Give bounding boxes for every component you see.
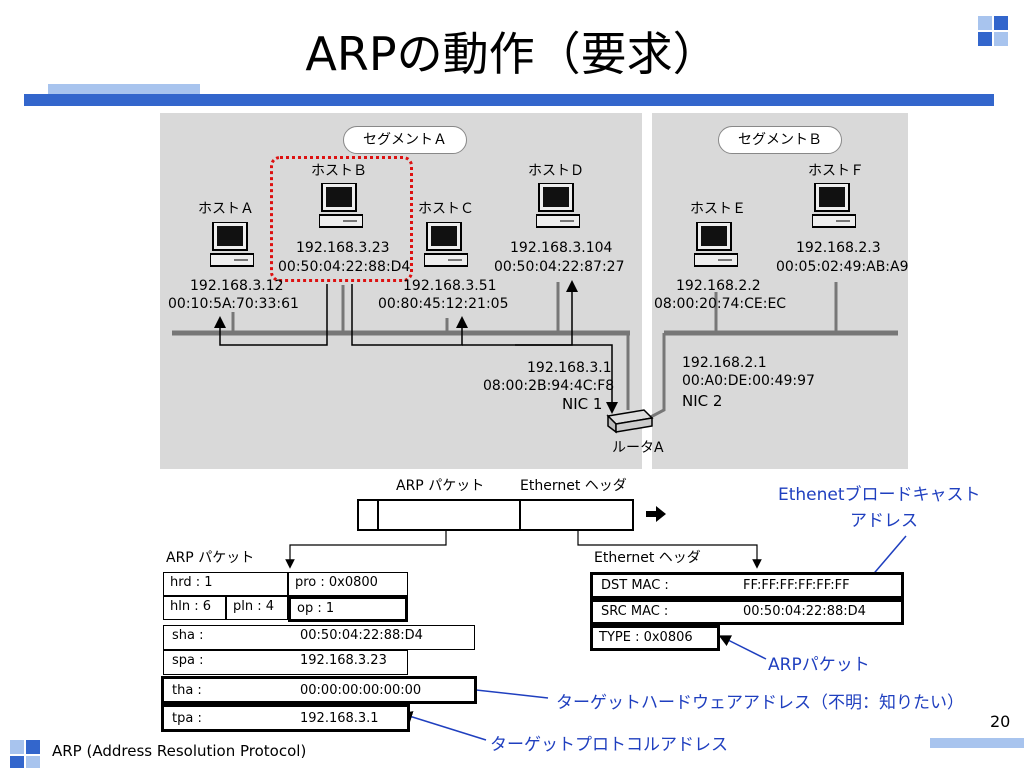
segment-a-label: セグメントＡ xyxy=(343,126,467,154)
footer-bar xyxy=(930,738,1024,748)
host-a-ip: 192.168.3.12 xyxy=(190,278,284,294)
arp-field: spa : xyxy=(172,653,204,668)
eth-type: TYPE : 0x0806 xyxy=(590,625,720,651)
eth-value: FF:FF:FF:FF:FF:FF xyxy=(743,578,850,593)
host-a-mac: 00:10:5A:70:33:61 xyxy=(168,296,299,312)
eth-table-title: Ethernet ヘッダ xyxy=(594,550,701,566)
corner-square xyxy=(994,16,1008,30)
arp-spa-row: spa : 192.168.3.23 xyxy=(163,650,408,675)
arp-value: 192.168.3.23 xyxy=(300,653,387,668)
corner-square xyxy=(978,32,992,46)
frame-divider xyxy=(377,501,379,529)
arp-field: tha : xyxy=(172,683,202,698)
arp-field: tpa : xyxy=(172,711,202,726)
host-b-ip: 192.168.3.23 xyxy=(296,240,390,256)
host-c-name: ホストＣ xyxy=(418,201,474,217)
arp-value: 192.168.3.1 xyxy=(300,711,379,726)
arp-op: op : 1 xyxy=(288,596,408,622)
arp-field: sha : xyxy=(172,628,204,643)
footer-square xyxy=(26,756,40,768)
arp-pro: pro : 0x0800 xyxy=(288,572,408,596)
frame-eth-label: Ethernet ヘッダ xyxy=(520,478,627,494)
computer-icon xyxy=(210,222,254,267)
arp-value: 00:50:04:22:88:D4 xyxy=(300,628,423,643)
router-nic2-mac: 00:A0:DE:00:49:97 xyxy=(682,373,815,389)
arp-value: 00:00:00:00:00:00 xyxy=(300,683,422,698)
host-b-name: ホストＢ xyxy=(311,163,367,179)
footer-square xyxy=(10,756,24,768)
segment-b-panel xyxy=(652,113,908,469)
router-nic1-mac: 08:00:2B:94:4C:F8 xyxy=(483,378,615,394)
computer-icon xyxy=(812,183,856,228)
host-b-highlight xyxy=(270,156,413,282)
computer-icon xyxy=(319,183,363,228)
router-nic2-ip: 192.168.2.1 xyxy=(682,355,767,371)
footer-square xyxy=(10,740,24,754)
host-c-ip: 192.168.3.51 xyxy=(403,278,497,294)
host-d-ip: 192.168.3.104 xyxy=(510,240,613,256)
host-a-name: ホストＡ xyxy=(198,201,254,217)
host-e-ip: 192.168.2.2 xyxy=(676,278,761,294)
broadcast-annotation-line2: アドレス xyxy=(850,511,918,531)
broadcast-annotation-line1: Ethenetブロードキャスト xyxy=(778,485,981,505)
eth-field: SRC MAC : xyxy=(601,604,669,619)
eth-field: DST MAC : xyxy=(601,578,669,593)
host-f-mac: 00:05:02:49:AB:A9 xyxy=(776,259,909,275)
frame-bar xyxy=(357,499,634,531)
host-d-mac: 00:50:04:22:87:27 xyxy=(494,259,625,275)
arp-tha-row: tha : 00:00:00:00:00:00 xyxy=(161,676,477,704)
eth-dst-row: DST MAC : FF:FF:FF:FF:FF:FF xyxy=(590,572,904,599)
slide-title: ARPの動作（要求） xyxy=(305,27,719,81)
segment-a-panel xyxy=(160,113,642,469)
frame-arp-label: ARP パケット xyxy=(396,478,485,494)
router-nic1-label: NIC 1 xyxy=(562,395,603,413)
eth-src-row: SRC MAC : 00:50:04:22:88:D4 xyxy=(590,599,904,625)
host-e-mac: 08:00:20:74:CE:EC xyxy=(654,296,787,312)
computer-icon xyxy=(694,222,738,267)
host-c-mac: 00:80:45:12:21:05 xyxy=(378,296,509,312)
host-f-name: ホストＦ xyxy=(808,163,864,179)
corner-square xyxy=(994,32,1008,46)
host-b-mac: 00:50:04:22:88:D4 xyxy=(278,259,411,275)
host-e-name: ホストＥ xyxy=(690,201,746,217)
router-name: ルータA xyxy=(612,440,664,456)
frame-divider xyxy=(519,501,521,529)
arp-hrd: hrd : 1 xyxy=(163,572,288,596)
eth-value: 00:50:04:22:88:D4 xyxy=(743,604,866,619)
corner-square xyxy=(978,16,992,30)
footer-square xyxy=(26,740,40,754)
segment-b-label: セグメントＢ xyxy=(718,126,842,154)
arp-pln: pln : 4 xyxy=(226,596,288,620)
arp-sha-row: sha : 00:50:04:22:88:D4 xyxy=(163,625,475,650)
title-underline-accent xyxy=(48,84,200,96)
target-proto-annotation: ターゲットプロトコルアドレス xyxy=(490,735,728,755)
computer-icon xyxy=(424,222,468,267)
target-hw-annotation: ターゲットハードウェアアドレス（不明：知りたい） xyxy=(556,693,964,713)
arp-hln: hln : 6 xyxy=(163,596,226,620)
title-underline xyxy=(24,94,994,106)
arp-packet-annotation: ARPパケット xyxy=(768,655,870,675)
router-nic1-ip: 192.168.3.1 xyxy=(527,360,612,376)
router-nic2-label: NIC 2 xyxy=(682,392,723,410)
arp-table-title: ARP パケット xyxy=(166,550,255,566)
footer-text: ARP (Address Resolution Protocol) xyxy=(52,742,307,760)
router-icon xyxy=(606,409,654,434)
computer-icon xyxy=(536,183,580,228)
host-f-ip: 192.168.2.3 xyxy=(796,240,881,256)
arp-tpa-row: tpa : 192.168.3.1 xyxy=(161,704,410,732)
host-d-name: ホストＤ xyxy=(528,163,584,179)
page-number: 20 xyxy=(990,712,1011,731)
